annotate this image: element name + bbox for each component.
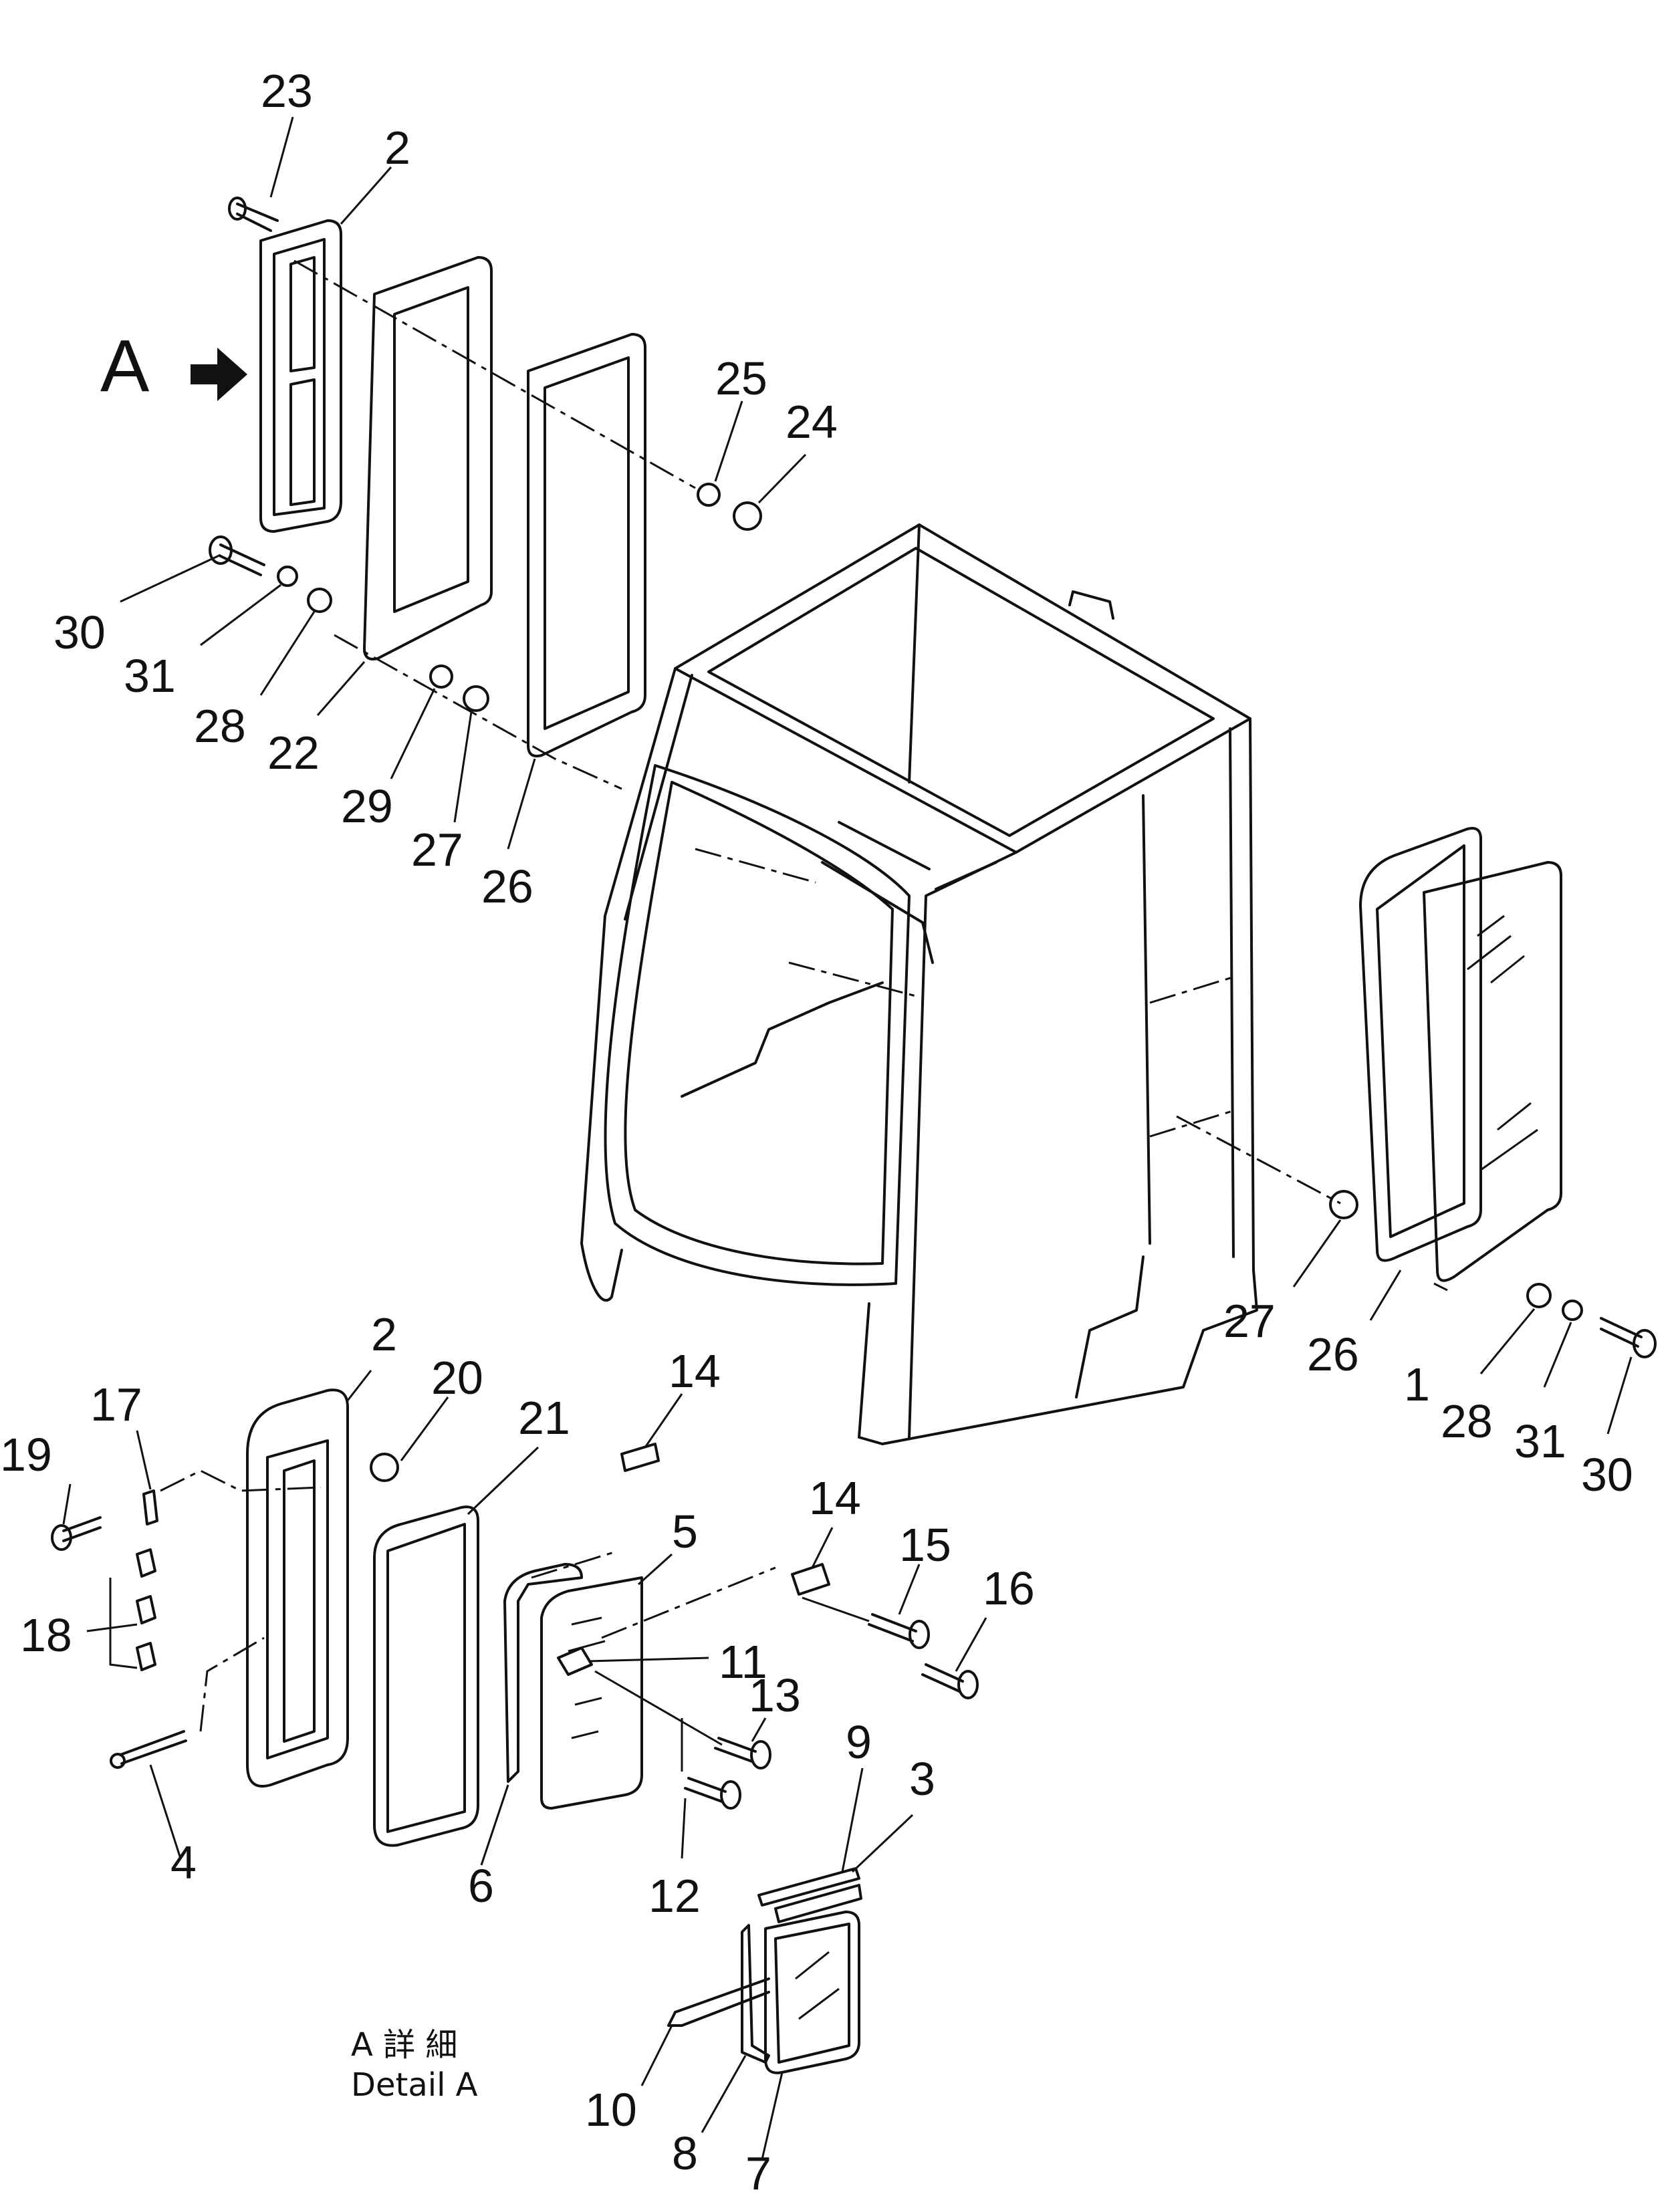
right-side-window xyxy=(1176,827,1657,1358)
callout-31: 31 xyxy=(124,650,176,702)
callout-19: 19 xyxy=(0,1429,52,1481)
callout-1: 1 xyxy=(1404,1358,1430,1411)
callout-27: 27 xyxy=(1223,1295,1276,1347)
callout-9: 9 xyxy=(846,1716,872,1768)
callout-31: 31 xyxy=(1514,1415,1566,1467)
detail-caption-english: Detail A xyxy=(351,2066,478,2104)
callout-29: 29 xyxy=(341,780,393,832)
callout-17: 17 xyxy=(90,1378,142,1431)
callout-26: 26 xyxy=(481,860,533,912)
callout-7: 7 xyxy=(745,2147,771,2194)
callout-11: 11 xyxy=(719,1636,767,1688)
callout-26: 26 xyxy=(1307,1328,1359,1380)
callout-12: 12 xyxy=(648,1870,701,1922)
callout-21: 21 xyxy=(518,1392,570,1444)
callout-3: 3 xyxy=(909,1753,935,1805)
detail-caption: A 詳 細 Detail A xyxy=(351,2026,478,2104)
callout-27: 27 xyxy=(411,824,463,876)
callout-2: 2 xyxy=(371,1308,397,1360)
view-marker-letter: A xyxy=(100,325,150,407)
callout-28: 28 xyxy=(194,700,246,752)
view-arrow-a: A xyxy=(100,325,247,407)
callout-28: 28 xyxy=(1441,1395,1493,1447)
callout-labels: 23 2 25 24 30 31 28 22 29 27 26 27 26 1 … xyxy=(0,65,1633,2194)
callout-30: 30 xyxy=(1581,1449,1633,1501)
detail-a-window-assembly xyxy=(209,197,762,790)
cab-frame xyxy=(580,523,1258,1445)
callout-5: 5 xyxy=(672,1505,698,1558)
callout-14: 14 xyxy=(669,1345,721,1397)
callout-8: 8 xyxy=(672,2127,698,2179)
callout-22: 22 xyxy=(267,727,320,779)
callout-24: 24 xyxy=(786,396,838,448)
detail-caption-japanese: A 詳 細 xyxy=(351,2026,457,2064)
callout-18: 18 xyxy=(20,1609,72,1661)
callout-4: 4 xyxy=(170,1836,197,1888)
callout-6: 6 xyxy=(468,1860,494,1912)
callout-23: 23 xyxy=(261,65,313,117)
callout-leaders xyxy=(62,116,1633,2160)
callout-15: 15 xyxy=(899,1519,951,1571)
view-arrow-icon xyxy=(191,348,247,401)
callout-10: 10 xyxy=(585,2084,637,2136)
callout-20: 20 xyxy=(431,1352,483,1404)
lower-detail-assembly xyxy=(51,1388,979,2074)
callout-30: 30 xyxy=(53,606,106,658)
callout-13: 13 xyxy=(749,1669,801,1721)
callout-2: 2 xyxy=(384,122,410,174)
callout-25: 25 xyxy=(715,352,767,404)
callout-16: 16 xyxy=(983,1562,1035,1614)
callout-14: 14 xyxy=(809,1472,861,1524)
